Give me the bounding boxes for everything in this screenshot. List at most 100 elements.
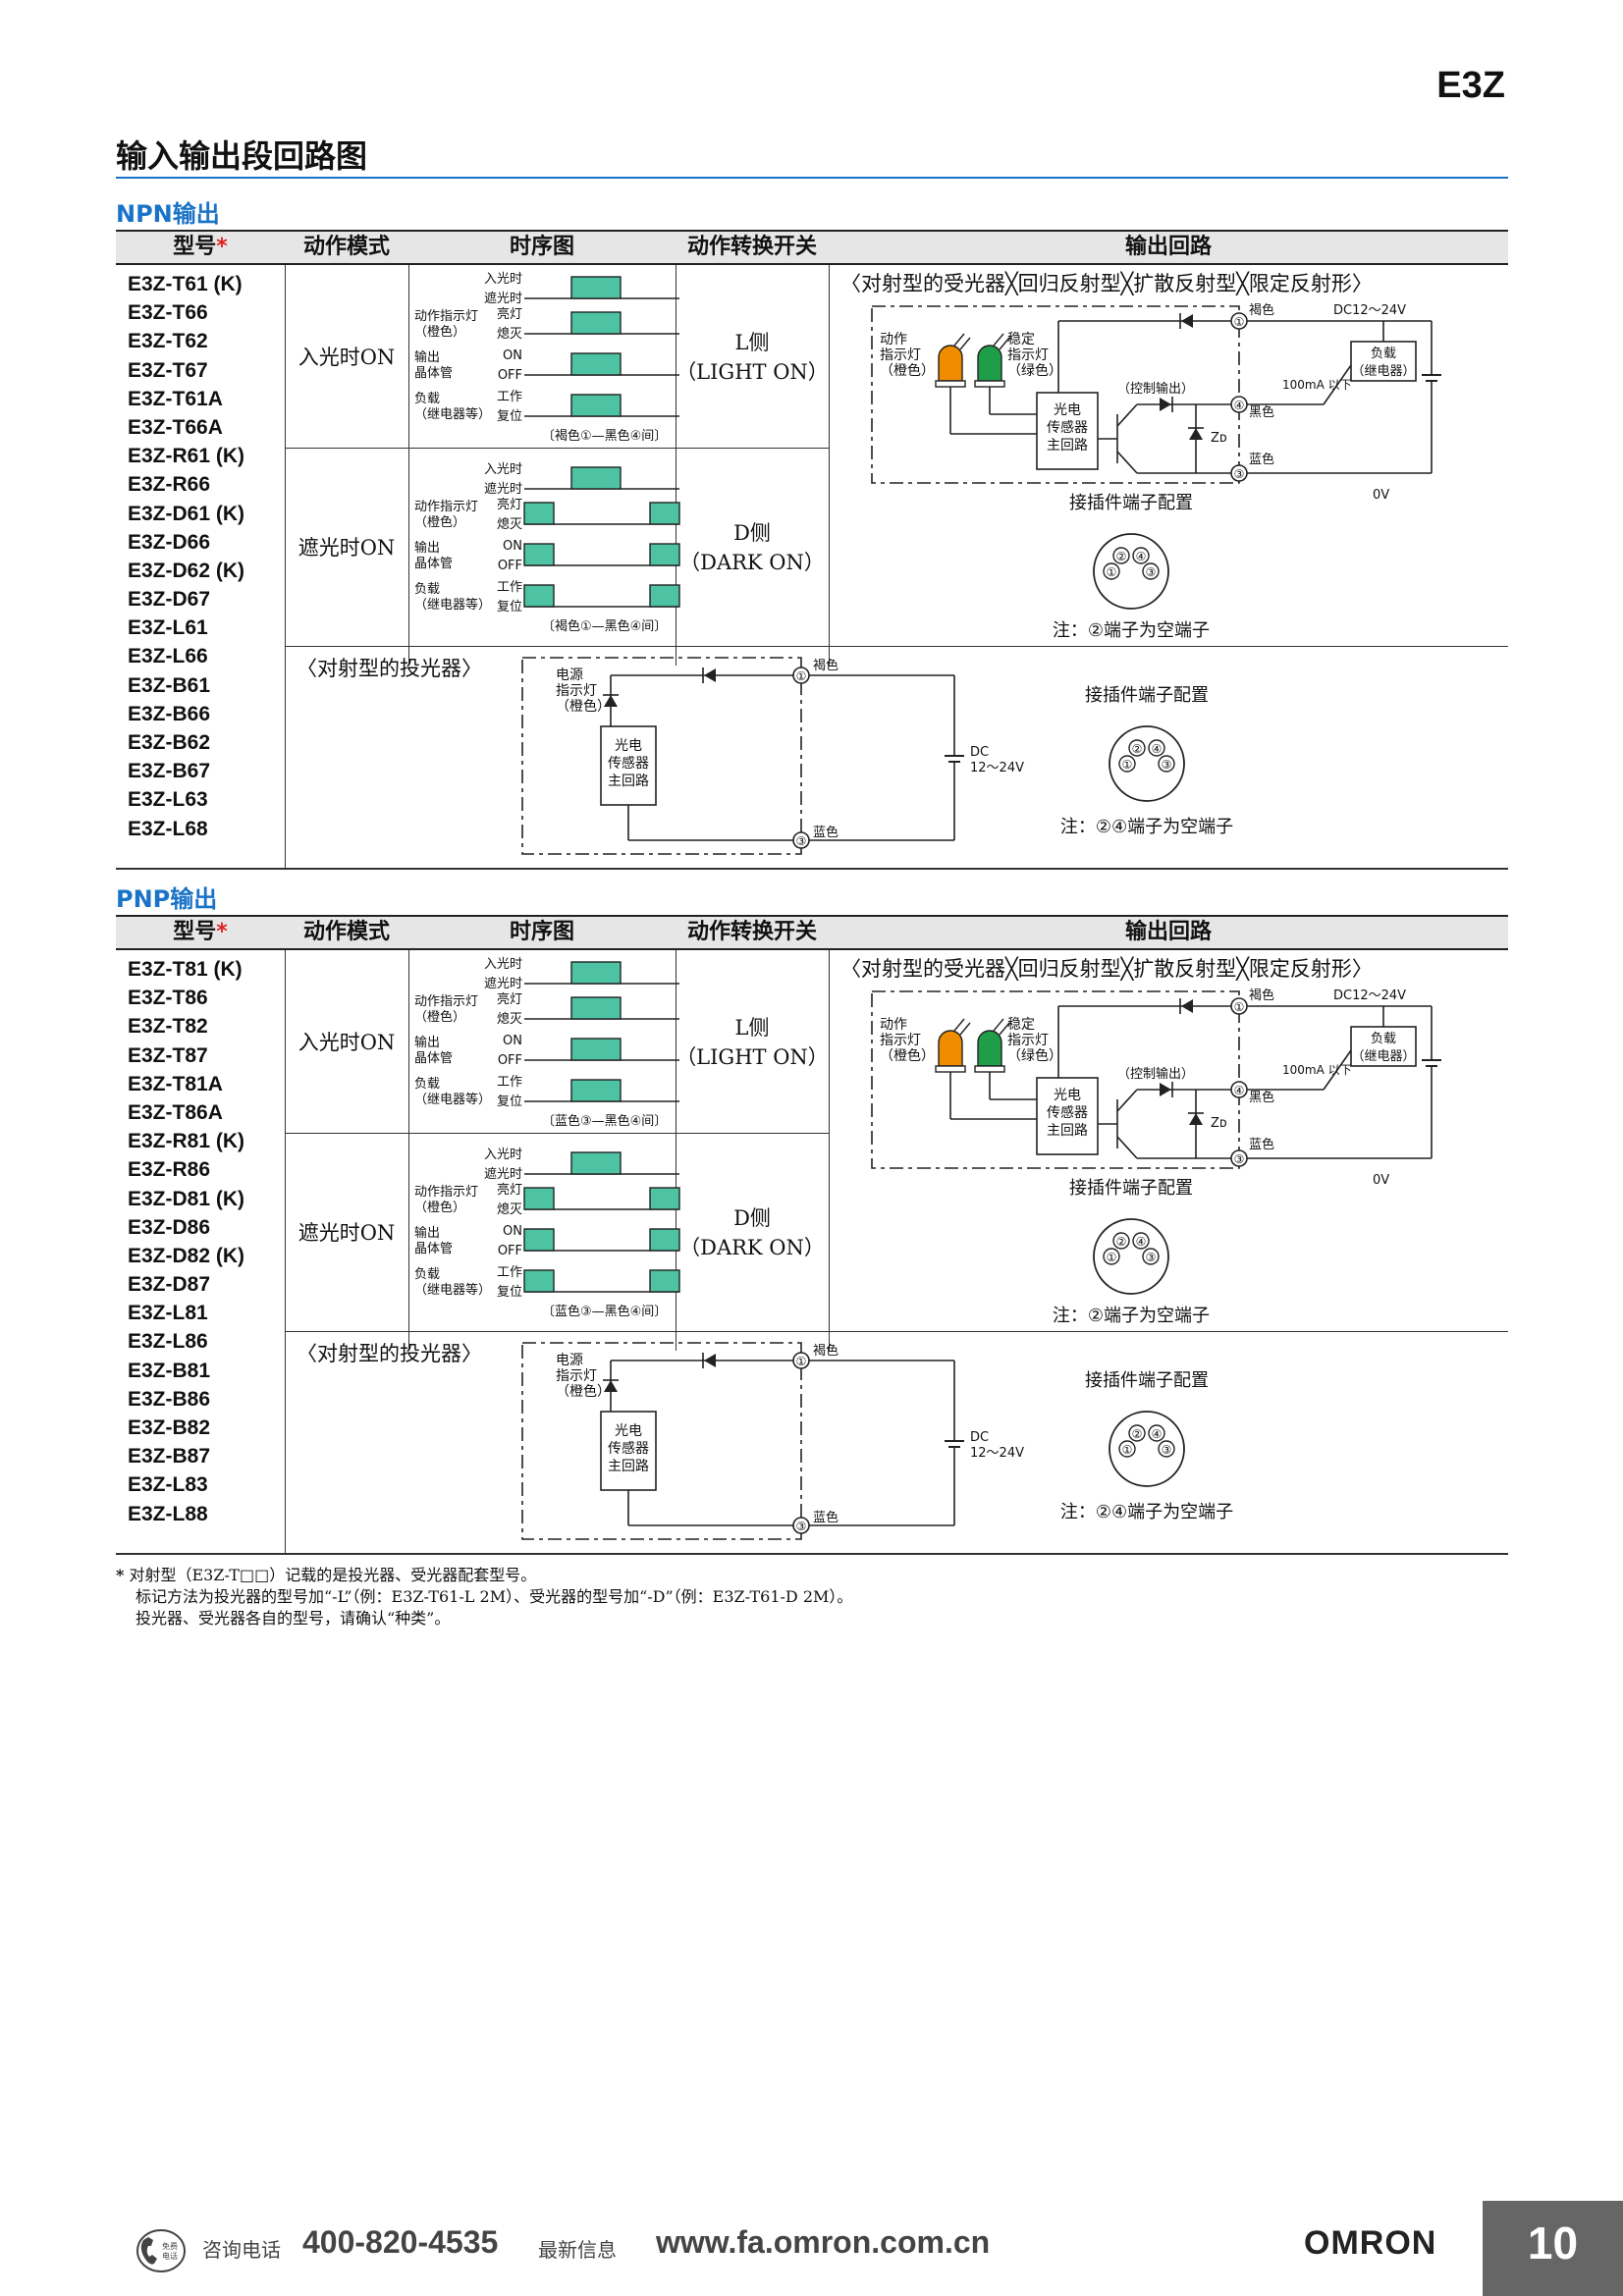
blue-label: 蓝色 bbox=[1249, 1137, 1274, 1152]
timing-bracket-note: 〔褐色①—黑色④间〕 bbox=[542, 618, 667, 634]
model-item: E3Z-B81 bbox=[128, 1359, 211, 1382]
emitter-connector-icon-pin2 bbox=[1128, 1424, 1146, 1442]
receiver-connector-icon-pin2 bbox=[1112, 1232, 1130, 1250]
header-circuit: 输出回路 bbox=[829, 917, 1508, 948]
timing-output-label: 输出 bbox=[414, 349, 440, 365]
black-label: 黑色 bbox=[1249, 404, 1274, 420]
model-item: E3Z-L86 bbox=[128, 1330, 208, 1354]
series-name: E3Z bbox=[1436, 65, 1505, 106]
model-item: E3Z-L66 bbox=[128, 645, 208, 668]
model-item: E3Z-R61 (K) bbox=[128, 445, 245, 468]
receiver-connector-icon-pin4-num: ④ bbox=[1136, 1235, 1147, 1249]
black-label: 黑色 bbox=[1249, 1090, 1274, 1105]
emitter-main-3: 主回路 bbox=[608, 1459, 649, 1474]
header-circuit-text: 输出回路 bbox=[1124, 920, 1212, 944]
receiver-connector-icon-pin3-num: ③ bbox=[1146, 565, 1157, 579]
op-ind-label-1: 动作 bbox=[880, 332, 907, 347]
timing-bracket-note: 〔蓝色③—黑色④间〕 bbox=[542, 1304, 667, 1319]
footnote-line1: 对射型（E3Z-T□□）记载的是投光器、受光器配套型号。 bbox=[129, 1566, 537, 1584]
timing-output-label: 输出 bbox=[414, 540, 440, 556]
load-out-2 bbox=[1323, 364, 1352, 405]
load-box bbox=[1350, 1026, 1417, 1067]
emitter-connector-title: 接插件端子配置 bbox=[1085, 1370, 1209, 1391]
receiver-connector-icon-pin3 bbox=[1142, 1248, 1160, 1265]
op-ind-label-2: 指示灯 bbox=[880, 1033, 921, 1048]
timing-output-pulse-a bbox=[523, 1228, 555, 1252]
timing-load-pulse-b bbox=[649, 1269, 680, 1293]
row-divider-mid bbox=[285, 448, 829, 449]
main-label-1: 光电 bbox=[1054, 1088, 1081, 1103]
timing-indicator-label: 动作指示灯 bbox=[414, 994, 478, 1009]
timing-load-sublabel: （继电器等） bbox=[414, 597, 491, 613]
switch-light-side: L侧 bbox=[734, 331, 770, 354]
emitter-connector-icon-pin3 bbox=[1158, 755, 1175, 773]
timing-indicator-sublabel: （橙色） bbox=[414, 514, 465, 530]
emitter-dashed-box bbox=[521, 1342, 802, 1540]
model-item: E3Z-T62 bbox=[128, 330, 208, 353]
receiver-title: 〈对射型的受光器╳回归反射型╳扩散反射型╳限定反射形〉 bbox=[840, 956, 1373, 982]
model-item: E3Z-B66 bbox=[128, 702, 211, 725]
timing-load-pulse bbox=[570, 394, 622, 417]
receiver-connector-icon-pin4-num: ④ bbox=[1136, 550, 1147, 563]
emitter-blue: 蓝色 bbox=[813, 825, 839, 840]
timing-load-label: 负载 bbox=[414, 1077, 440, 1092]
pwr-label-3: （橙色） bbox=[556, 698, 611, 715]
model-item: E3Z-L81 bbox=[128, 1302, 208, 1325]
model-item: E3Z-B61 bbox=[128, 673, 211, 697]
header-circuit-text: 输出回路 bbox=[1124, 235, 1212, 259]
col-divider bbox=[285, 265, 286, 870]
model-item: E3Z-B86 bbox=[128, 1387, 211, 1411]
row-divider-emitter bbox=[285, 1331, 1508, 1332]
receiver-connector-icon-pin1-num: ① bbox=[1107, 565, 1117, 579]
switch-light: L侧 （LIGHT ON） bbox=[676, 328, 829, 387]
section-title-pnp: PNP输出 bbox=[116, 885, 218, 913]
load-out-2 bbox=[1323, 1049, 1352, 1091]
load-current-label: 100mA 以下 bbox=[1282, 1063, 1352, 1077]
diode-top-icon bbox=[1181, 314, 1193, 328]
model-item: E3Z-D67 bbox=[128, 588, 211, 612]
timing-load-pulse-a bbox=[523, 1269, 555, 1293]
pwr-label-1: 电源 bbox=[556, 667, 583, 683]
emitter-connector-title: 接插件端子配置 bbox=[1085, 685, 1209, 706]
timing-load-low: 复位 bbox=[497, 600, 522, 614]
receiver-connector-icon-pin3-num: ③ bbox=[1146, 1251, 1157, 1264]
website-link[interactable]: www.fa.omron.com.cn bbox=[656, 2224, 991, 2260]
timing-interrupted-label: 遮光时 bbox=[484, 976, 522, 991]
timing-load-low: 复位 bbox=[497, 409, 522, 424]
main-label-3: 主回路 bbox=[1047, 1123, 1088, 1139]
section-title-npn: NPN输出 bbox=[116, 200, 220, 228]
terminal-4-num: ④ bbox=[1234, 1084, 1245, 1097]
receiver-note: 注：②端子为空端子 bbox=[1053, 1306, 1210, 1326]
timing-output-high: ON bbox=[503, 1034, 522, 1048]
model-item: E3Z-R66 bbox=[128, 473, 211, 497]
load-current-label: 100mA 以下 bbox=[1282, 378, 1352, 392]
switch-dark: D侧（DARK ON） bbox=[676, 1203, 829, 1262]
receiver-connector-icon-pin1 bbox=[1103, 1248, 1120, 1265]
op-ind-label-3: （橙色） bbox=[880, 362, 935, 379]
switch-light-eng: （LIGHT ON） bbox=[676, 360, 829, 384]
emitter-connector-icon-pin1-num: ① bbox=[1122, 758, 1133, 772]
terminal-4-num: ④ bbox=[1234, 399, 1245, 412]
timing-output-high: ON bbox=[503, 1224, 522, 1239]
emitter-connector-icon-pin1-num: ① bbox=[1122, 1443, 1133, 1457]
timing-indicator-label: 动作指示灯 bbox=[414, 309, 478, 324]
main-label-3: 主回路 bbox=[1047, 438, 1088, 454]
stable-led-icon-base bbox=[974, 1065, 1005, 1073]
header-model: 型号* bbox=[116, 232, 285, 263]
timing-indicator-pulse-b bbox=[649, 502, 680, 525]
dc-label: DC12～24V bbox=[1333, 988, 1406, 1003]
header-switch: 动作转换开关 bbox=[676, 917, 829, 948]
timing-bracket-note: 〔褐色①—黑色④间〕 bbox=[542, 428, 667, 444]
timing-indicator-pulse bbox=[570, 311, 622, 335]
zero-v-label: 0V bbox=[1373, 1173, 1389, 1188]
operation-led-icon-ray2 bbox=[959, 337, 971, 350]
timing-indicator-sublabel: （橙色） bbox=[414, 1200, 465, 1215]
diode-top-icon bbox=[1181, 999, 1193, 1013]
timing-indicator-label: 动作指示灯 bbox=[414, 500, 478, 514]
load-label-2: （继电器） bbox=[1351, 1049, 1415, 1064]
timing-indicator-low: 熄灭 bbox=[497, 327, 522, 342]
header-circuit: 输出回路 bbox=[829, 232, 1508, 263]
timing-incident-label: 入光时 bbox=[484, 462, 522, 477]
brown-label: 褐色 bbox=[1249, 302, 1274, 318]
